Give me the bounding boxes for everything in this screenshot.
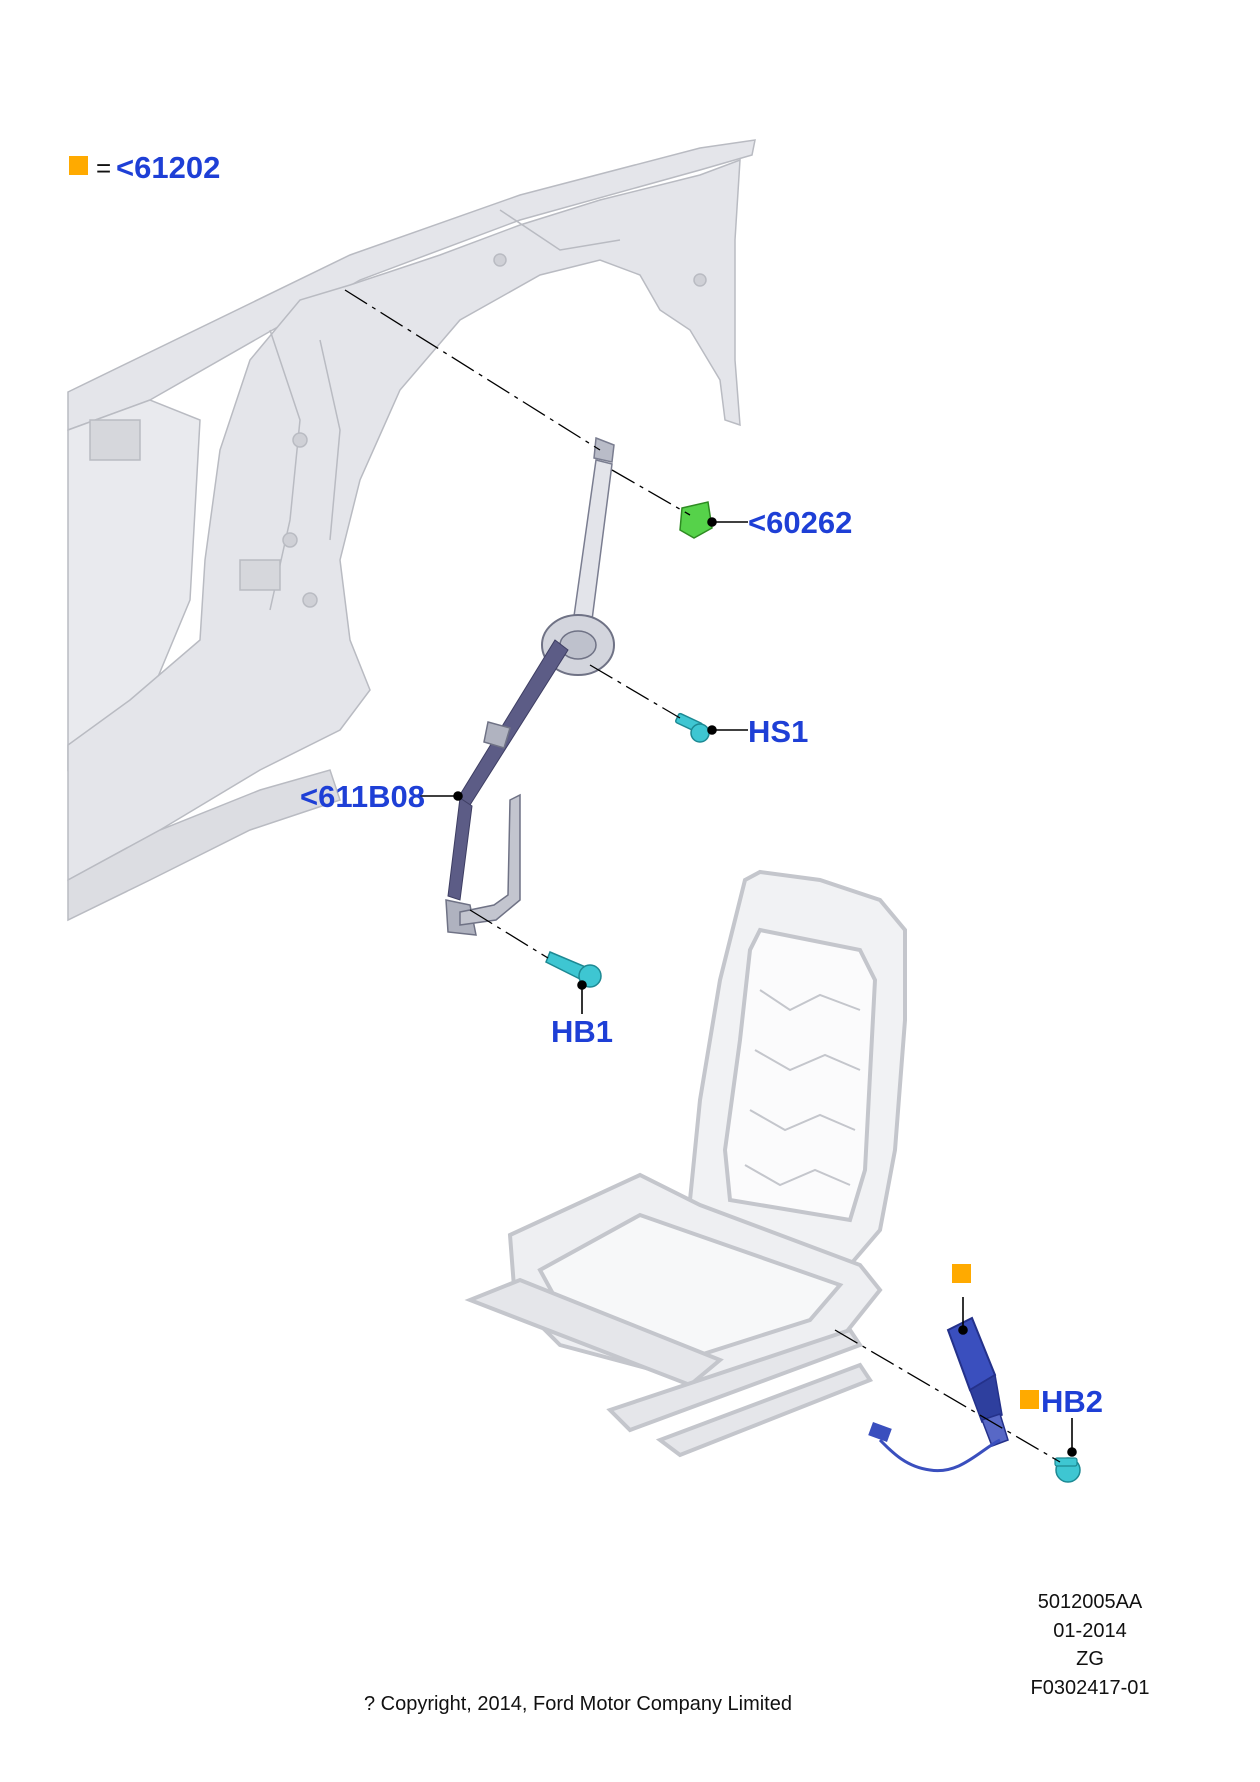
callout-611b08: <611B08 (300, 779, 425, 814)
body-side-panel (67, 139, 756, 922)
clip-60262 (679, 501, 713, 539)
buckle-marker-square-icon (952, 1264, 971, 1283)
orange-markers (69, 156, 1039, 1409)
callout-60262: <60262 (748, 505, 853, 540)
callout-hs1: HS1 (748, 714, 809, 749)
callout-hb2: HB2 (1041, 1384, 1104, 1419)
copyright-notice: ? Copyright, 2014, Ford Motor Company Li… (364, 1693, 792, 1715)
seat-frame (464, 869, 907, 1458)
assembly-lines (344, 289, 1061, 1463)
leader-lines (420, 517, 1077, 1457)
doc-code-date: 01-2014 (1053, 1619, 1127, 1642)
bolt-hb2 (1054, 1457, 1081, 1483)
legend-ref-61202: <61202 (116, 150, 221, 185)
buckle-assembly (868, 1316, 1009, 1473)
document-codes: 5012005AA 01-2014 ZG F0302417-01 (990, 1588, 1190, 1702)
bolt-hs1 (675, 712, 710, 743)
seat-belt-assembly (445, 436, 615, 936)
legend-equals: = (96, 153, 112, 183)
doc-code-part: 5012005AA (1037, 1591, 1143, 1613)
bolt-hb1 (545, 951, 602, 988)
callout-hb1: HB1 (551, 1014, 614, 1049)
doc-code-figure: F0302417-01 (1030, 1676, 1150, 1699)
doc-code-market: ZG (1076, 1648, 1104, 1670)
hb2-marker-square-icon (1020, 1390, 1039, 1409)
legend-square-icon (69, 156, 88, 175)
